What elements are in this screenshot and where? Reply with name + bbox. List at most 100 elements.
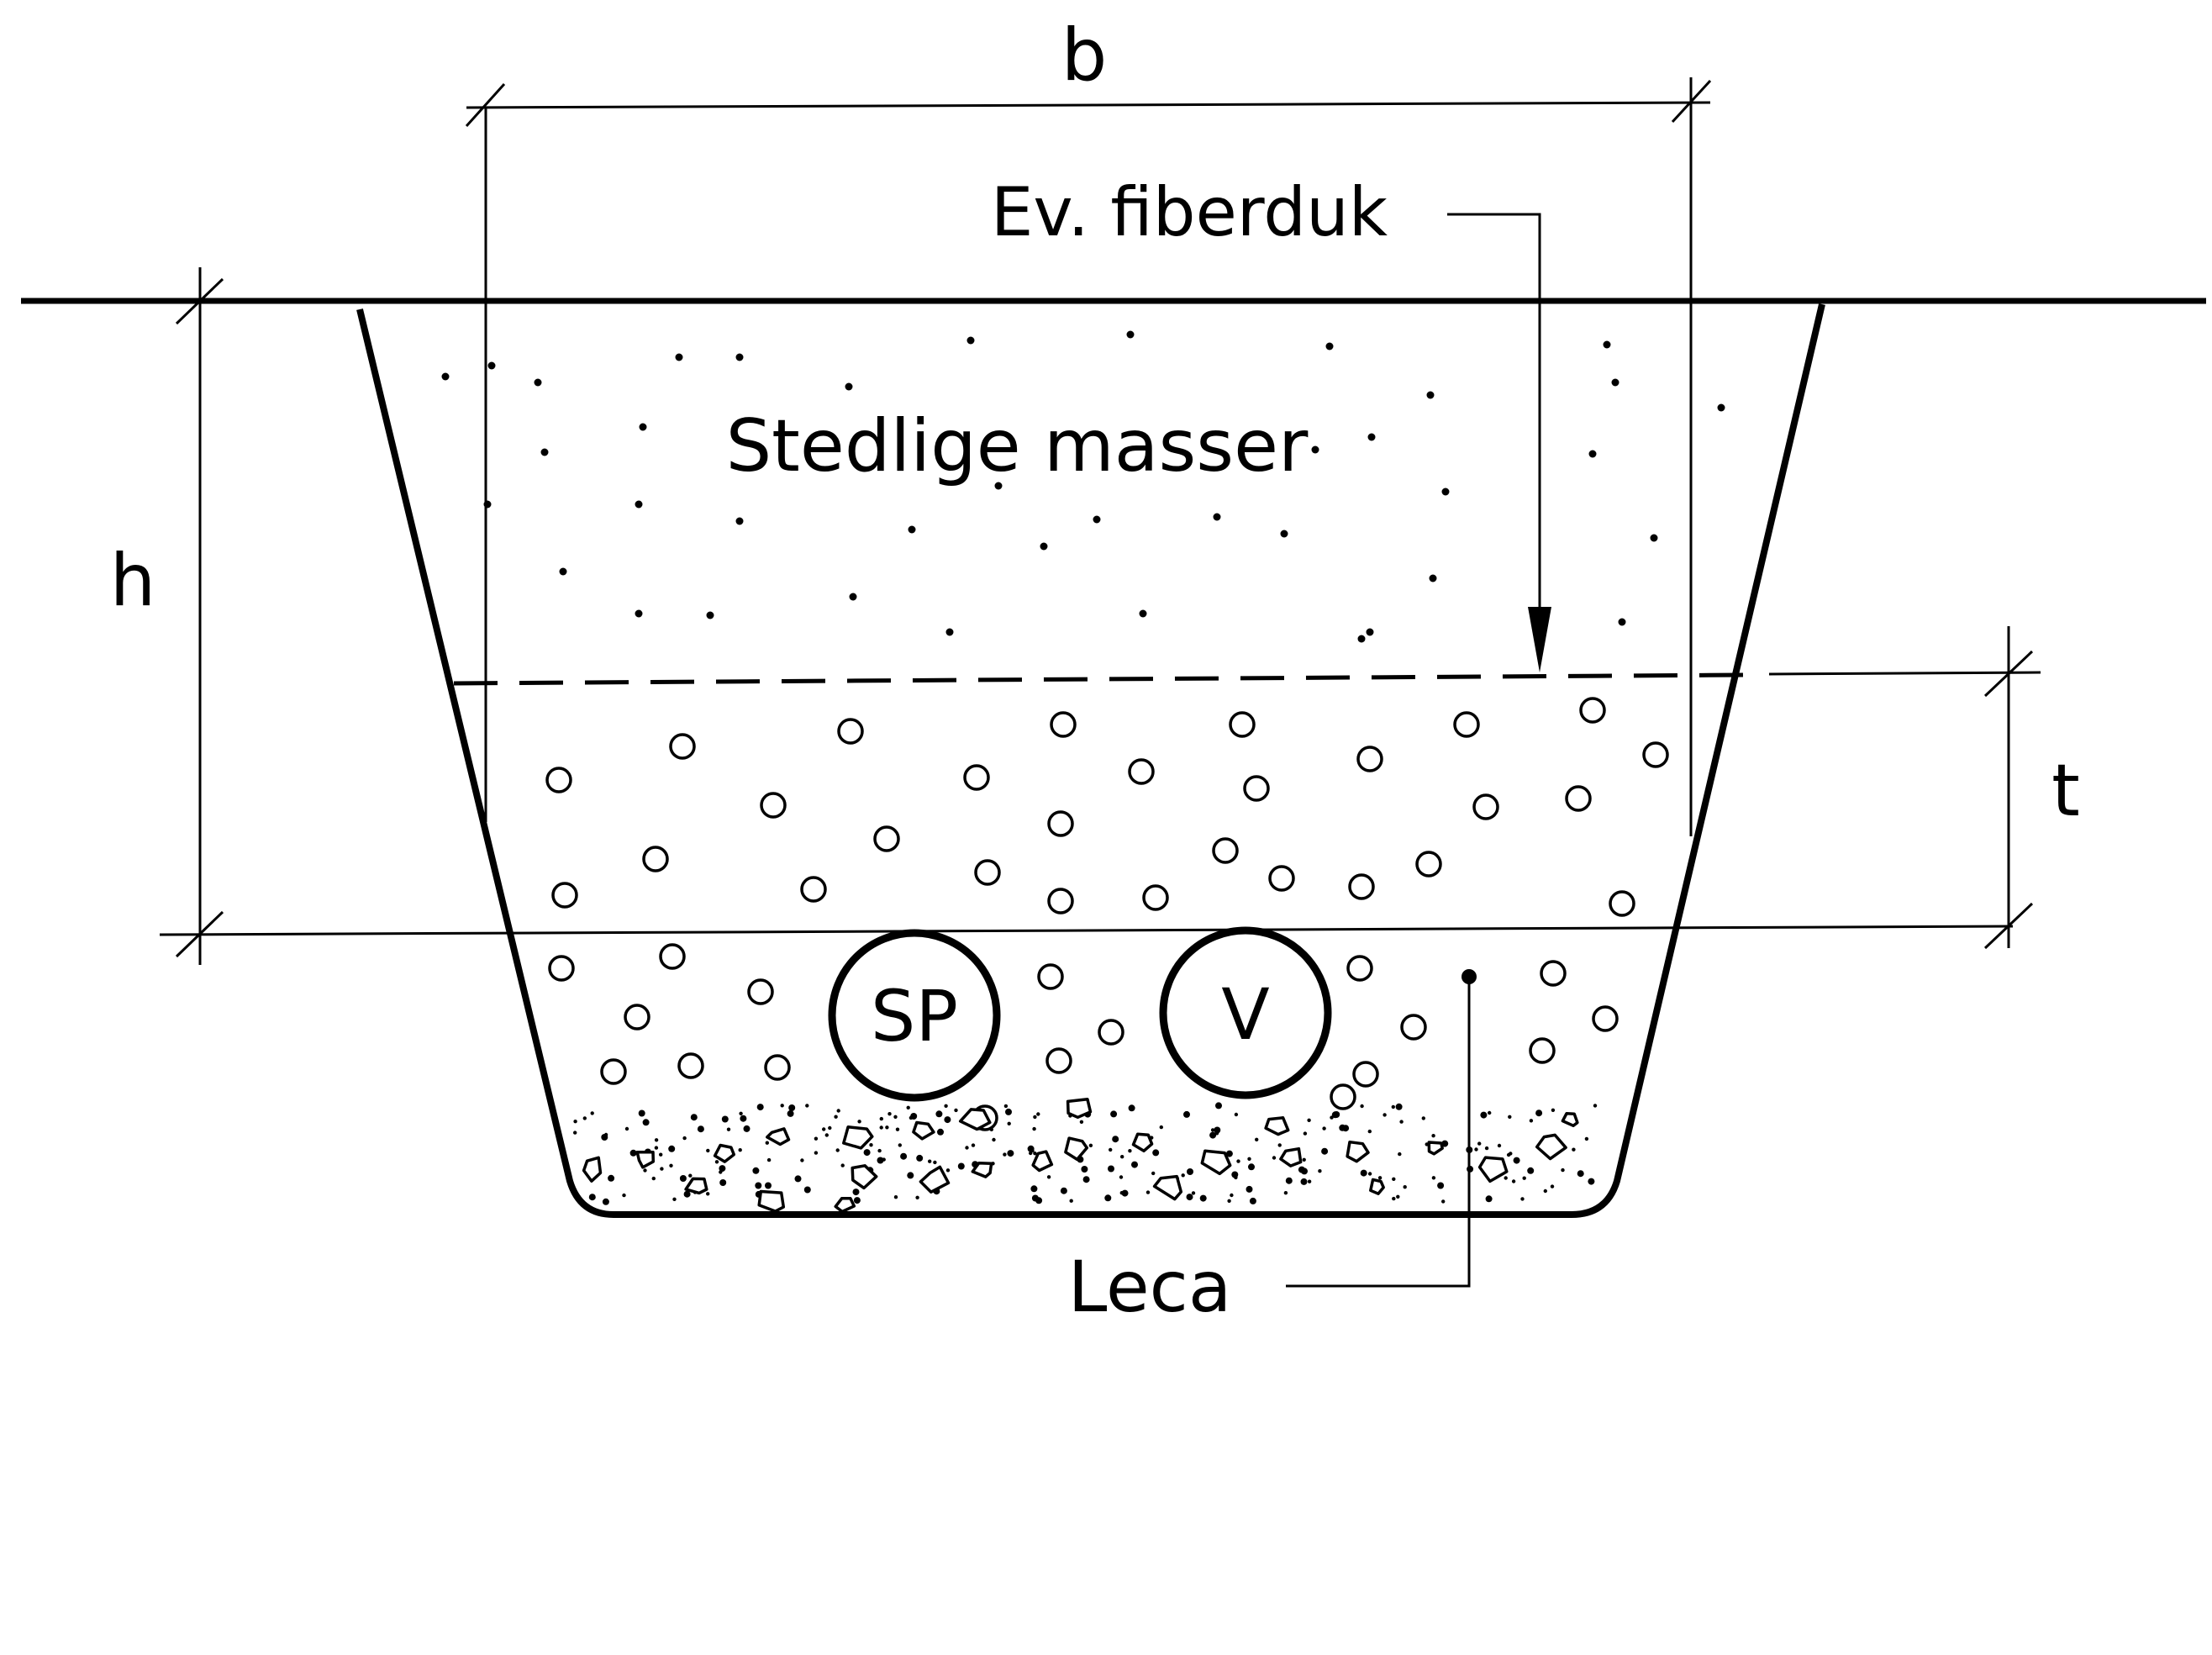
gravel-dot — [834, 1115, 838, 1119]
leca-pellet — [873, 825, 900, 852]
gravel-dot — [1391, 1104, 1396, 1109]
dimension-h-label: h — [110, 539, 156, 623]
gravel-dot — [739, 1111, 743, 1116]
gravel-dot — [1527, 1167, 1535, 1174]
gravel-dot — [840, 1163, 845, 1167]
gravel-dot — [743, 1125, 750, 1132]
gravel-stone — [1064, 1136, 1089, 1162]
gravel-stone — [851, 1164, 878, 1190]
leca-pellet — [800, 876, 827, 903]
gravel-stone — [842, 1125, 874, 1150]
gravel-dot — [1474, 1147, 1478, 1152]
gravel-dot — [857, 1120, 861, 1124]
gravel-dot — [1302, 1157, 1306, 1162]
leca-pellet — [600, 1058, 627, 1085]
leca-pellet — [1050, 711, 1077, 738]
leca-pellet — [1472, 793, 1499, 820]
local-fill-label: Stedlige masser — [726, 404, 1309, 488]
gravel-dot — [1441, 1199, 1446, 1204]
gravel-dot — [588, 1194, 596, 1201]
leca-pellet — [974, 859, 1001, 886]
gravel-stone — [1200, 1149, 1232, 1176]
gravel-dot — [1396, 1194, 1400, 1199]
leca-pellet — [1212, 837, 1239, 864]
gravel-dot — [1392, 1177, 1396, 1182]
fiber-cloth-leader: Ev. fiberduk — [991, 173, 1551, 672]
gravel-dot — [933, 1160, 937, 1165]
gravel-dot — [1110, 1110, 1118, 1118]
gravel-dot — [1031, 1194, 1039, 1202]
gravel-dot — [1199, 1194, 1207, 1202]
leca-pellet — [1348, 873, 1375, 900]
gravel-dot — [765, 1141, 769, 1145]
leca-pellet — [1098, 1019, 1124, 1046]
sand-dot — [487, 361, 496, 370]
gravel-dot — [765, 1182, 772, 1189]
gravel-dot — [1480, 1111, 1488, 1119]
gravel-dot — [1007, 1121, 1011, 1126]
gravel-dot — [822, 1127, 826, 1131]
gravel-dot — [1210, 1128, 1215, 1132]
sand-dot — [1650, 534, 1658, 542]
gravel-dot — [1181, 1173, 1185, 1178]
gravel-dot — [651, 1176, 656, 1181]
gravel-stone — [713, 1143, 736, 1163]
gravel-dot — [835, 1148, 840, 1152]
gravel-dot — [573, 1120, 577, 1124]
leca-pellet — [1592, 1005, 1619, 1032]
leca-pellet — [1579, 697, 1606, 724]
sand-dot — [908, 525, 916, 534]
gravel-dot — [1030, 1148, 1035, 1153]
gravel-dot — [688, 1173, 693, 1178]
gravel-dot — [1159, 1125, 1164, 1130]
gravel-dot — [1421, 1116, 1426, 1120]
leca-pellet — [1565, 785, 1592, 812]
gravel-dot — [1033, 1115, 1037, 1120]
pipe-sp-label: SP — [871, 975, 958, 1057]
sand-dot — [1126, 330, 1135, 339]
gravel-dot — [660, 1167, 664, 1171]
gravel-dot — [1403, 1185, 1407, 1189]
leca-pellet — [1268, 865, 1295, 892]
leca-pellet — [1346, 955, 1373, 982]
gravel-dot — [1005, 1108, 1012, 1115]
leca-pellet — [642, 846, 669, 872]
gravel-dot — [814, 1136, 819, 1141]
gravel-dot — [1183, 1110, 1190, 1118]
gravel-dot — [1128, 1149, 1132, 1153]
gravel-dot — [654, 1146, 659, 1150]
gravel-dot — [1584, 1136, 1589, 1141]
gravel-dot — [1382, 1113, 1387, 1117]
gravel-stone — [766, 1127, 791, 1146]
gravel-dot — [1593, 1104, 1598, 1108]
gravel-dot — [1088, 1143, 1093, 1148]
gravel-dot — [1307, 1118, 1311, 1123]
gravel-stone — [635, 1150, 656, 1169]
leca-pellets — [545, 697, 1669, 1131]
sand-dot — [994, 482, 1003, 490]
dimension-h: h — [110, 267, 2014, 965]
gravel-dot — [590, 1111, 594, 1115]
gravel-dot — [1119, 1175, 1124, 1179]
gravel-stone — [1369, 1178, 1385, 1195]
gravel-dot — [622, 1193, 626, 1198]
gravel-dot — [828, 1125, 832, 1131]
leca-pellet — [963, 764, 990, 791]
gravel-dot — [1029, 1151, 1033, 1156]
gravel-dot — [1399, 1120, 1404, 1124]
leca-pellet — [624, 1004, 650, 1030]
gravel-dot — [1248, 1163, 1255, 1171]
gravel-dot — [915, 1195, 919, 1200]
gravel-dot — [928, 1159, 932, 1163]
gravel-dot — [679, 1175, 687, 1182]
gravel-dot — [1522, 1176, 1526, 1180]
gravel-dot — [1225, 1150, 1233, 1157]
gravel-dot — [1109, 1147, 1113, 1152]
gravel-stone — [958, 1108, 992, 1131]
gravel-dot — [573, 1131, 577, 1135]
sand-dot — [845, 382, 853, 391]
gravel-dot — [608, 1174, 615, 1182]
gravel-dot — [954, 1108, 958, 1113]
leca-pellet — [760, 792, 787, 819]
